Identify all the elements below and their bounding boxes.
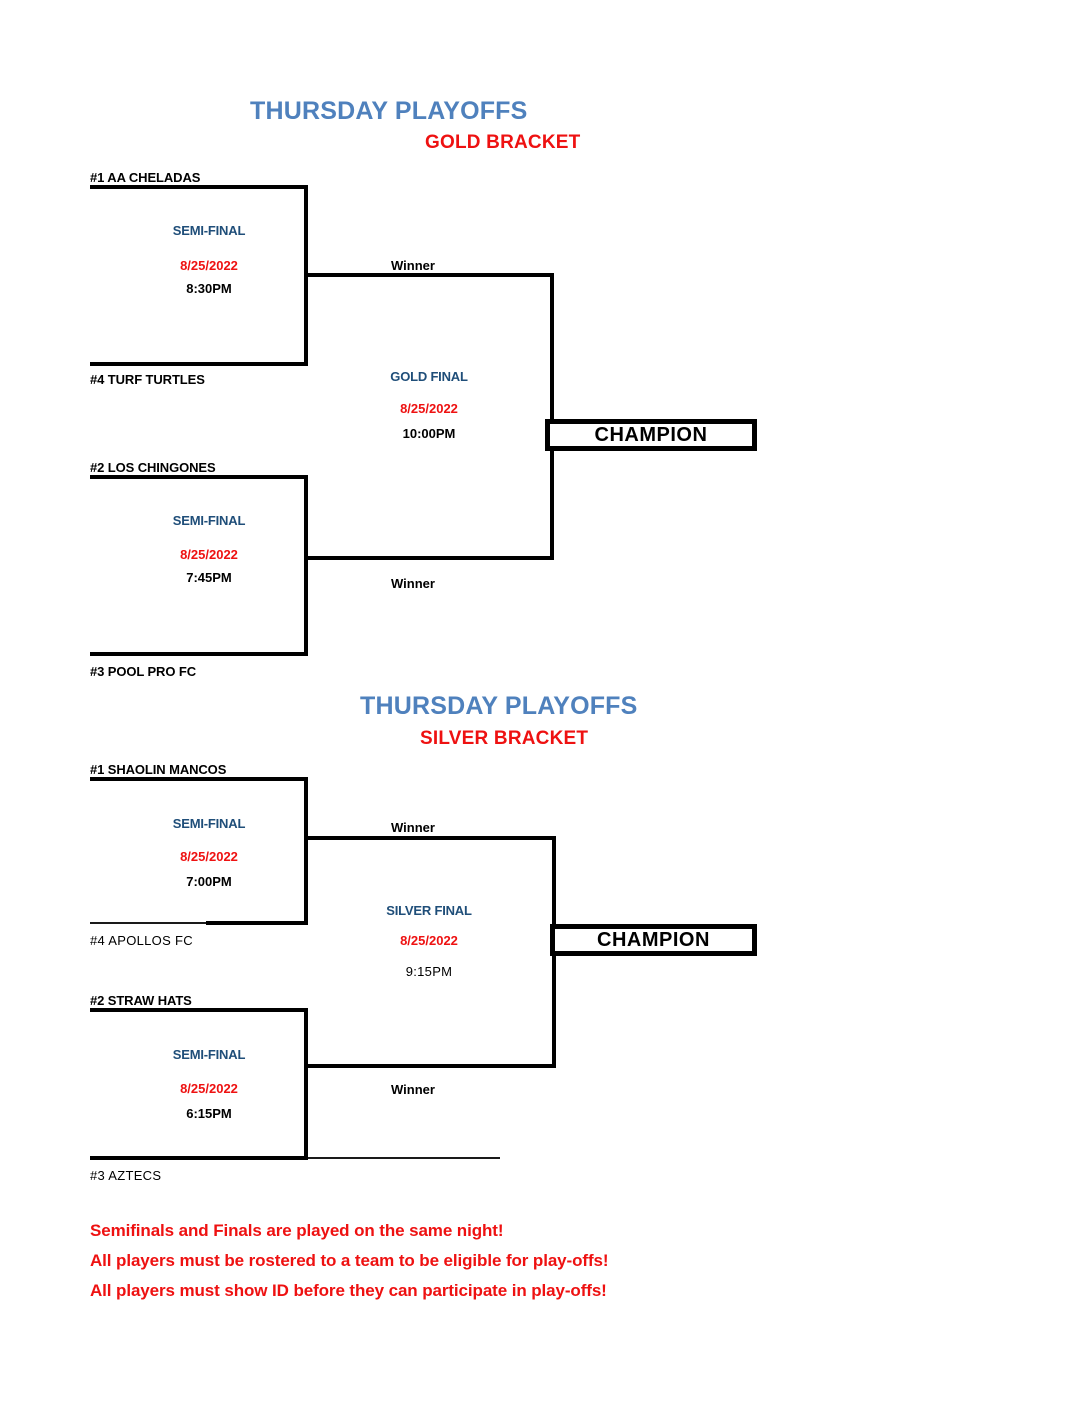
gold-champion-label: CHAMPION (594, 423, 708, 446)
gold-final-time: 10:00PM (402, 426, 456, 441)
gold-champion-box: CHAMPION (545, 419, 757, 451)
silver-bracket-subheading: SILVER BRACKET (420, 728, 589, 749)
silver-winner-bottom-label: Winner (391, 1082, 435, 1097)
silver-winner-top-label: Winner (391, 820, 435, 835)
silver-sf1-bottom-rule (206, 921, 308, 925)
gold-final-top-rule (304, 273, 554, 277)
silver-sf1-bottom-rule-thin (90, 922, 208, 924)
silver-sf2-date: 8/25/2022 (180, 1081, 238, 1096)
gold-final-title: GOLD FINAL (390, 369, 468, 384)
gold-seed-3-label: #3 POOL PRO FC (90, 664, 196, 679)
gold-bracket-subheading: GOLD BRACKET (425, 132, 581, 153)
silver-sf1-date: 8/25/2022 (180, 849, 238, 864)
silver-bracket-heading: THURSDAY PLAYOFFS (360, 692, 638, 720)
silver-sf1-right-rule (304, 777, 308, 925)
gold-sf2-time: 7:45PM (186, 570, 232, 585)
note-line-1: Semifinals and Finals are played on the … (90, 1221, 504, 1240)
gold-bracket-heading: THURSDAY PLAYOFFS (250, 97, 528, 125)
silver-seed-1-label: #1 SHAOLIN MANCOS (90, 762, 227, 777)
gold-sf1-date: 8/25/2022 (180, 258, 238, 273)
note-line-2: All players must be rostered to a team t… (90, 1251, 609, 1270)
silver-sf1-top-rule (90, 777, 308, 781)
gold-final-right-rule (550, 273, 554, 560)
silver-seed-3-label: #3 AZTECS (90, 1168, 162, 1183)
silver-final-bottom-rule (308, 1064, 556, 1068)
gold-sf1-bottom-rule (90, 362, 308, 366)
silver-final-time: 9:15PM (405, 964, 453, 979)
silver-sf2-title: SEMI-FINAL (172, 1047, 246, 1062)
gold-sf1-time: 8:30PM (186, 281, 232, 296)
gold-final-date: 8/25/2022 (400, 401, 458, 416)
silver-sf1-title: SEMI-FINAL (172, 816, 246, 831)
gold-sf2-bottom-rule (90, 652, 308, 656)
gold-sf1-top-rule (90, 185, 308, 189)
gold-sf2-date: 8/25/2022 (180, 547, 238, 562)
gold-winner-bottom-label: Winner (391, 576, 435, 591)
silver-sf2-time: 6:15PM (186, 1106, 232, 1121)
silver-sf1-time: 7:00PM (186, 874, 232, 889)
silver-champion-label: CHAMPION (597, 928, 710, 951)
gold-sf2-title: SEMI-FINAL (172, 513, 246, 528)
silver-sf2-right-rule (304, 1008, 308, 1160)
silver-sf2-top-rule (90, 1008, 308, 1012)
gold-winner-top-label: Winner (391, 258, 435, 273)
silver-seed-4-label: #4 APOLLOS FC (90, 933, 193, 948)
gold-seed-1-label: #1 AA CHELADAS (90, 170, 201, 185)
gold-final-bottom-rule (304, 556, 554, 560)
note-line-3: All players must show ID before they can… (90, 1281, 607, 1300)
silver-final-top-rule (308, 836, 556, 840)
gold-seed-2-label: #2 LOS CHINGONES (90, 460, 216, 475)
silver-champion-box: CHAMPION (550, 924, 757, 956)
gold-sf1-title: SEMI-FINAL (172, 223, 246, 238)
silver-sf2-bottom-rule (90, 1156, 308, 1160)
gold-seed-4-label: #4 TURF TURTLES (90, 372, 205, 387)
gold-sf2-right-rule (304, 475, 308, 656)
silver-final-date: 8/25/2022 (400, 933, 458, 948)
gold-sf2-top-rule (90, 475, 308, 479)
silver-seed-2-label: #2 STRAW HATS (90, 993, 192, 1008)
silver-final-title: SILVER FINAL (386, 903, 472, 918)
